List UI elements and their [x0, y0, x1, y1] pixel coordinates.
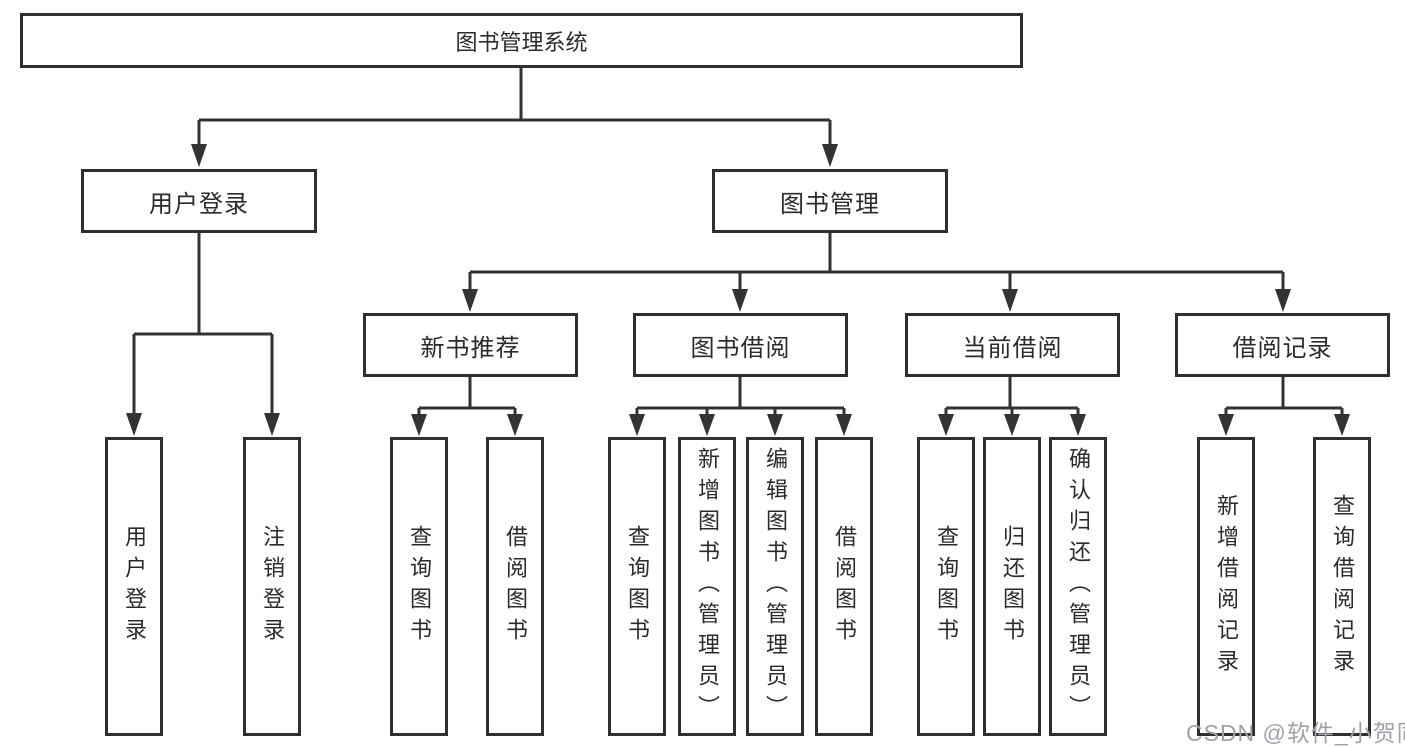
leaf-rec-borrow-books: 借阅图书 [486, 437, 544, 736]
leaf-bb-edit-books-admin: 编辑图书（管理员） [746, 437, 804, 736]
leaf-cb-return-books: 归还图书 [983, 437, 1041, 736]
node-current-borrow: 当前借阅 [905, 313, 1120, 377]
leaf-br-query-record: 查询借阅记录 [1313, 437, 1371, 736]
leaf-bb-add-books-admin: 新增图书（管理员） [678, 437, 736, 736]
leaf-logout: 注销登录 [243, 437, 301, 736]
node-borrow-records: 借阅记录 [1175, 313, 1390, 377]
csdn-watermark: CSDN @软件_小贺同学 [1186, 720, 1405, 746]
leaf-rec-query-books: 查询图书 [390, 437, 448, 736]
leaf-br-add-record: 新增借阅记录 [1197, 437, 1255, 736]
leaf-cb-confirm-return-admin: 确认归还（管理员） [1049, 437, 1107, 736]
node-new-book-recommend: 新书推荐 [363, 313, 578, 377]
leaf-bb-query-books: 查询图书 [608, 437, 666, 736]
leaf-bb-borrow-books: 借阅图书 [815, 437, 873, 736]
node-book-management: 图书管理 [712, 169, 948, 233]
node-book-borrow: 图书借阅 [633, 313, 848, 377]
node-root: 图书管理系统 [20, 13, 1023, 68]
leaf-user-login: 用户登录 [105, 437, 163, 736]
leaf-cb-query-books: 查询图书 [917, 437, 975, 736]
node-user-login: 用户登录 [81, 169, 317, 233]
